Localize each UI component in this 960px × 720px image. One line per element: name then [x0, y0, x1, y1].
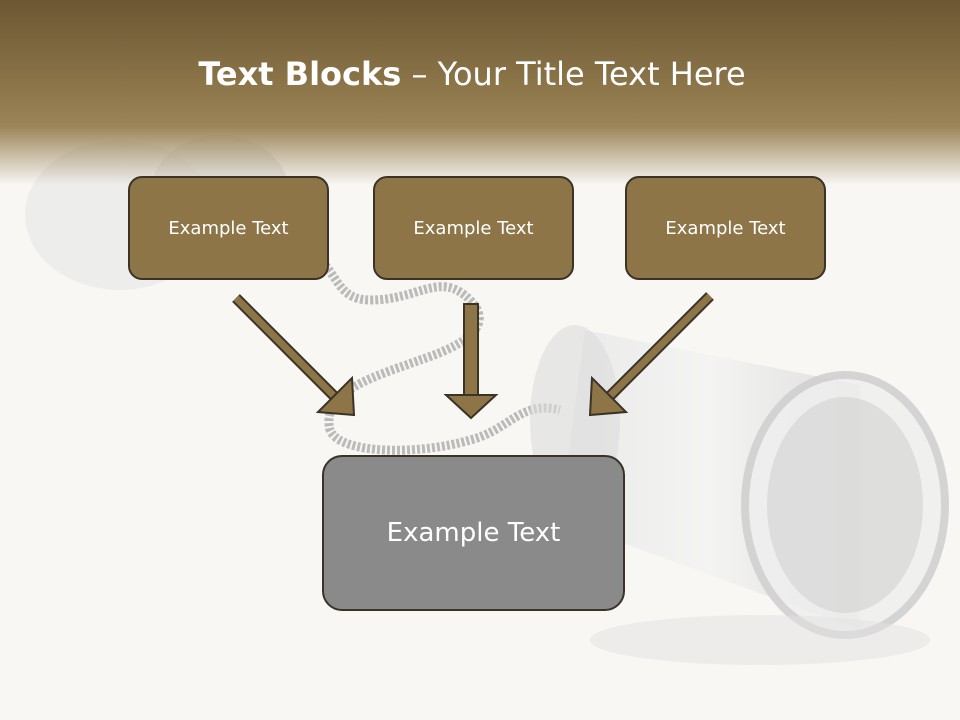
title-rest: Your Title Text Here	[437, 55, 746, 93]
arrow-right-to-target	[588, 292, 714, 417]
text-block-1-label: Example Text	[168, 217, 289, 239]
arrow-center-to-target	[443, 303, 499, 420]
text-block-3-label: Example Text	[665, 217, 786, 239]
text-block-3[interactable]: Example Text	[625, 176, 826, 280]
title-bold-part: Text Blocks	[198, 55, 402, 93]
text-block-2[interactable]: Example Text	[373, 176, 574, 280]
text-block-2-label: Example Text	[413, 217, 534, 239]
title-separator: –	[401, 55, 438, 93]
header-band	[0, 0, 960, 185]
target-text-block-label: Example Text	[386, 518, 561, 548]
text-block-1[interactable]: Example Text	[128, 176, 329, 280]
slide-title: Text Blocks – Your Title Text Here	[0, 52, 944, 96]
target-text-block[interactable]: Example Text	[322, 455, 625, 611]
arrow-left-to-target	[232, 294, 356, 417]
